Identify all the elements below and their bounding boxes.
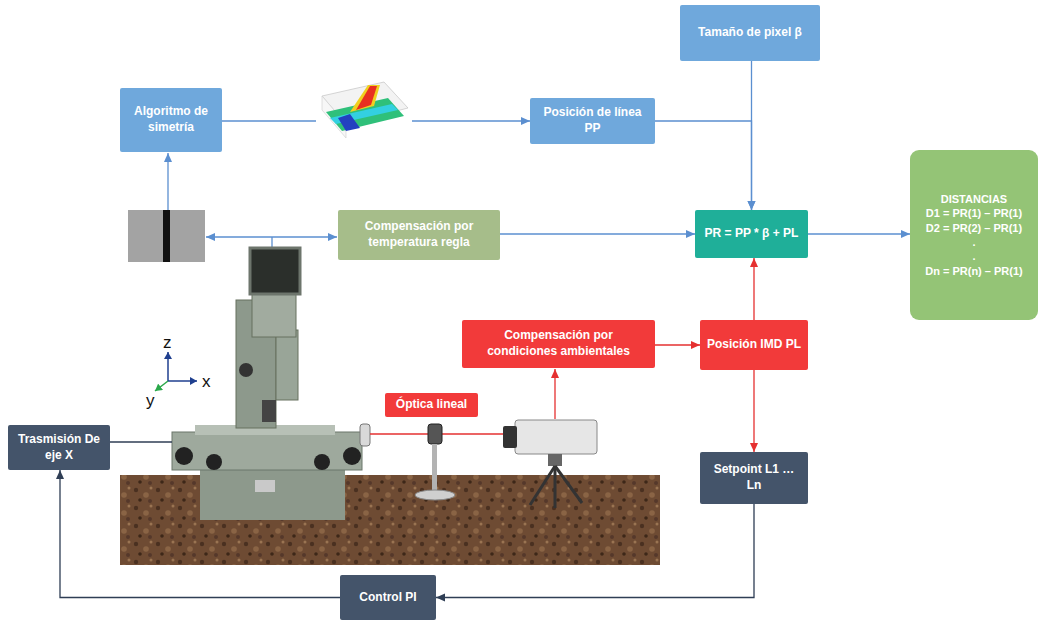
microscope-plate xyxy=(255,480,275,492)
process-box: Setpoint L1 … Ln xyxy=(700,452,808,504)
microscope-mirror xyxy=(360,424,370,446)
box-text: Tamaño de pixel β xyxy=(698,25,802,41)
microscope-base xyxy=(200,468,345,520)
microscope-screen xyxy=(250,248,300,294)
knob xyxy=(175,447,193,465)
axis-z xyxy=(167,352,169,381)
camera-lens xyxy=(503,426,517,448)
camera-body xyxy=(515,420,597,454)
tripod-leg xyxy=(554,466,557,508)
box-text: Óptica lineal xyxy=(396,397,467,413)
axis-label: x xyxy=(202,373,211,390)
process-box: Trasmisión De eje X xyxy=(8,425,110,470)
box-text: D2 = PR(2) – PR(1) xyxy=(926,221,1022,235)
optic-post xyxy=(432,444,437,492)
box-text: D1 = PR(1) – PR(1) xyxy=(926,206,1022,220)
optic-head xyxy=(428,424,442,444)
process-box: Algoritmo de simetría xyxy=(120,88,222,152)
line-image-bar xyxy=(163,210,170,262)
image-arrow xyxy=(167,153,168,210)
optic-base xyxy=(415,490,455,500)
tripod-leg xyxy=(530,466,555,505)
knob xyxy=(239,363,253,377)
process-box: Compensación por condiciones ambientales xyxy=(462,320,655,368)
axis-y xyxy=(155,381,168,391)
box-text: Control PI xyxy=(359,590,416,606)
connector xyxy=(655,121,752,210)
box-text: Compensación por temperatura regla xyxy=(344,219,494,250)
microscope-head xyxy=(252,292,296,337)
microscope-table xyxy=(172,432,362,470)
box-text: Posición de línea PP xyxy=(536,105,649,136)
plot-backing xyxy=(316,78,412,142)
connector xyxy=(753,370,754,452)
axis-x xyxy=(168,380,197,382)
connector xyxy=(753,258,754,320)
microscope-objective xyxy=(262,400,276,422)
process-box: Posición IMD PL xyxy=(700,320,808,370)
box-text: Posición IMD PL xyxy=(707,337,801,353)
knob xyxy=(206,454,222,470)
axis-label: y xyxy=(146,392,155,409)
transmission-link xyxy=(110,441,172,442)
label-box: Óptica lineal xyxy=(385,393,478,417)
microscope-arm xyxy=(276,330,298,400)
box-text: PR = PP * β + PL xyxy=(705,226,799,242)
box-heading: DISTANCIAS xyxy=(941,192,1007,206)
camera-arrow xyxy=(554,369,555,419)
camera-mount xyxy=(548,454,562,466)
knob xyxy=(314,454,330,470)
box-text: Algoritmo de simetría xyxy=(126,104,216,135)
connector xyxy=(808,233,910,234)
box-text: Setpoint L1 … Ln xyxy=(706,462,802,493)
plot-ridge xyxy=(350,85,380,112)
box-text: Compensación por condiciones ambientales xyxy=(468,328,649,359)
param-box: Tamaño de pixel β xyxy=(680,5,820,61)
box-text: Dn = PR(n) – PR(1) xyxy=(925,264,1022,278)
process-box: Posición de línea PP xyxy=(530,98,655,144)
knob xyxy=(343,447,361,465)
tripod-leg xyxy=(555,466,582,503)
formula-box: PR = PP * β + PL xyxy=(695,210,808,258)
box-text: Trasmisión De eje X xyxy=(14,432,104,463)
process-box: Compensación por temperatura regla xyxy=(338,210,500,260)
result-box: DISTANCIASD1 = PR(1) – PR(1)D2 = PR(2) –… xyxy=(910,150,1038,320)
box-text: . xyxy=(972,235,975,249)
plot-ridge xyxy=(356,86,377,110)
connector xyxy=(655,344,700,345)
process-box: Control PI xyxy=(340,575,436,620)
box-text: . xyxy=(972,249,975,263)
line-image xyxy=(128,210,205,262)
plot-trough xyxy=(338,114,360,131)
connector xyxy=(500,233,695,234)
axis-label: z xyxy=(163,334,172,351)
